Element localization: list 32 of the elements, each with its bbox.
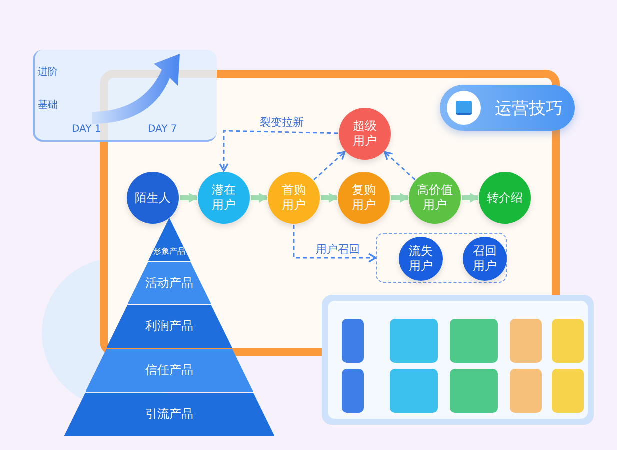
node-label: 潜在用户 bbox=[212, 183, 236, 213]
arrow bbox=[462, 193, 479, 203]
arrow bbox=[251, 193, 268, 203]
axis-label: 进阶 bbox=[38, 66, 58, 79]
dashed-arrow bbox=[384, 151, 416, 180]
node-label: 复购用户 bbox=[352, 183, 376, 213]
axis-label: DAY 1 bbox=[72, 124, 102, 135]
arrow bbox=[180, 193, 198, 203]
node-label: 首购用户 bbox=[282, 183, 306, 213]
node-label: 转介绍 bbox=[487, 190, 523, 206]
node-label: 陌生人 bbox=[135, 190, 171, 206]
node-label: 活动产品 bbox=[145, 274, 194, 292]
node-label: 信任产品 bbox=[146, 362, 194, 379]
axis-label: DAY 7 bbox=[148, 124, 178, 135]
dashed-arrow bbox=[219, 130, 338, 172]
edge-label: 裂变拉新 bbox=[258, 115, 306, 130]
node-label: 利润产品 bbox=[145, 318, 194, 335]
dashed-arrow bbox=[314, 151, 346, 180]
arrow bbox=[391, 193, 409, 203]
tips-pill bbox=[440, 85, 575, 131]
arrow bbox=[321, 193, 338, 203]
node-label: 形象产品 bbox=[153, 246, 186, 257]
node-label: 流失用户 bbox=[408, 244, 434, 274]
node-label: 召回用户 bbox=[472, 244, 498, 274]
node-label: 运营技巧 bbox=[495, 98, 563, 120]
node-label: 高价值用户 bbox=[416, 183, 454, 213]
node-label: 引流产品 bbox=[145, 406, 194, 423]
node-label: 超级用户 bbox=[352, 119, 378, 149]
dashed-group-box bbox=[376, 233, 507, 283]
edge-label: 用户召回 bbox=[314, 242, 362, 257]
dashed-arrow bbox=[293, 225, 377, 263]
axis-label: 基础 bbox=[38, 98, 58, 112]
